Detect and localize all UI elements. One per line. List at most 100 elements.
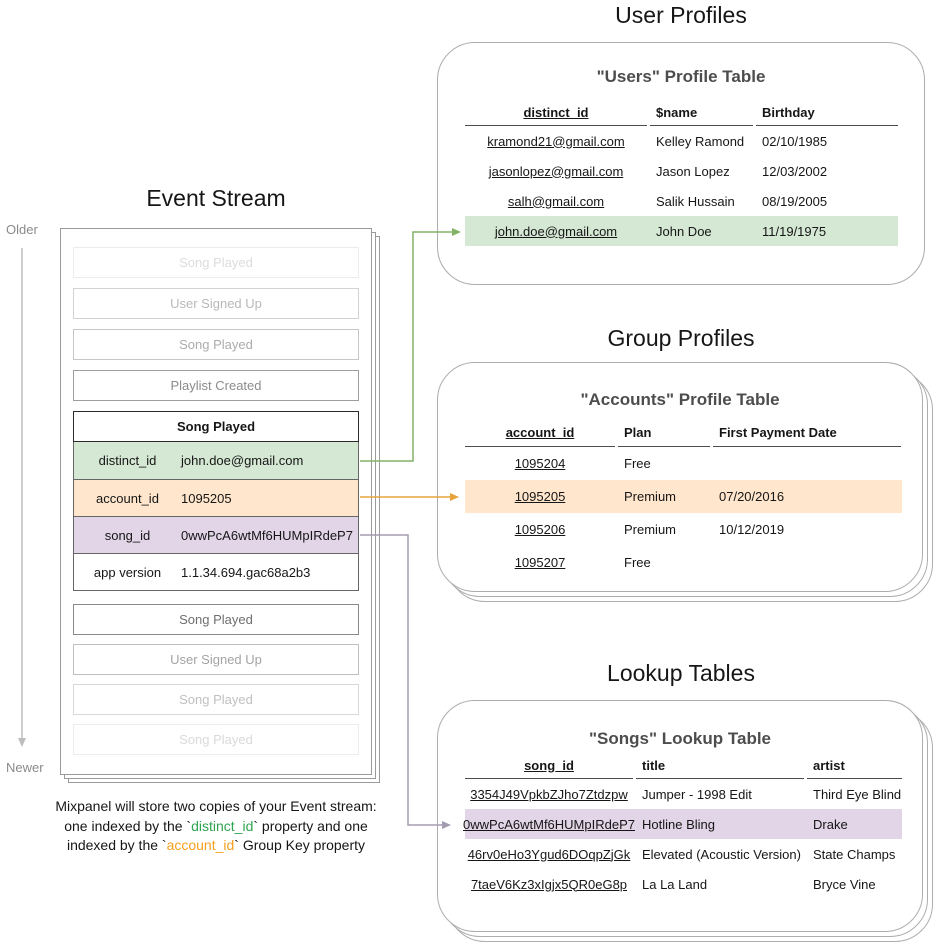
accounts-profile-card: [437, 362, 923, 592]
birthday-cell: 11/19/1975: [762, 223, 827, 239]
distinct-id-cell: jasonlopez@gmail.com: [488, 163, 624, 179]
event-item-label: Song Played: [179, 732, 253, 747]
event-item-label: Playlist Created: [170, 378, 262, 393]
property-value: john.doe@gmail.com: [181, 453, 304, 468]
song-title-cell: Elevated (Acoustic Version): [642, 846, 801, 862]
property-key: distinct_id: [98, 453, 157, 468]
column-header-name: $name: [650, 100, 753, 126]
column-header-title: title: [636, 752, 804, 779]
first-payment-date-cell: [713, 546, 901, 579]
event-item: Song Played: [73, 247, 359, 278]
property-key: song_id: [104, 527, 151, 543]
users-table-header-row: distinct_id $name Birthday: [465, 100, 898, 126]
table-row-highlighted-purple: 0wwPcA6wtMf6HUMpIRdeP7 Hotline Bling Dra…: [463, 809, 902, 839]
event-item-label: Song Played: [179, 692, 253, 707]
column-header-first-payment-date: First Payment Date: [713, 418, 901, 447]
song-title-cell: La La Land: [642, 876, 708, 892]
account-id-cell: 1095205: [514, 489, 566, 504]
property-row-distinct-id: distinct_id john.doe@gmail.com: [74, 442, 358, 479]
table-row: 1095206 Premium 10/12/2019: [465, 513, 902, 546]
event-item-label: Song Played: [179, 337, 253, 352]
column-header-plan: Plan: [618, 418, 710, 447]
first-payment-date-cell: 07/20/2016: [719, 489, 785, 504]
event-item: Song Played: [73, 724, 359, 755]
event-item-label: Song Played: [179, 255, 253, 270]
users-table: distinct_id $name Birthday kramond21@gma…: [465, 100, 898, 246]
property-key: account_id: [96, 490, 159, 506]
event-item-label: Song Played: [179, 612, 253, 627]
name-cell: Salik Hussain: [656, 193, 735, 209]
column-header-account-id: account_id: [505, 424, 575, 440]
plan-cell: Free: [624, 456, 651, 471]
name-cell: Jason Lopez: [656, 163, 730, 179]
event-item-label: User Signed Up: [170, 652, 262, 667]
birthday-cell: 08/19/2005: [762, 193, 828, 209]
name-cell: John Doe: [656, 223, 712, 239]
artist-cell: Drake: [813, 816, 848, 832]
table-row: 7taeV6Kz3xIgjx5QR0eG8p La La Land Bryce …: [465, 869, 902, 899]
song-id-cell: 0wwPcA6wtMf6HUMpIRdeP7: [463, 816, 635, 832]
expanded-event-properties: distinct_id john.doe@gmail.com account_i…: [73, 442, 359, 591]
distinct-id-cell: john.doe@gmail.com: [494, 223, 618, 239]
artist-cell: Third Eye Blind: [813, 786, 902, 802]
first-payment-date-cell: [713, 447, 901, 480]
column-header-birthday: Birthday: [756, 100, 898, 126]
accounts-table-title: "Accounts" Profile Table: [580, 390, 780, 409]
song-id-cell: 3354J49VpkbZJho7Ztdzpw: [470, 786, 628, 802]
account-id-cell: 1095204: [514, 456, 566, 471]
plan-cell: Premium: [624, 522, 677, 537]
lookup-tables-title: Lookup Tables: [607, 660, 755, 686]
table-row: jasonlopez@gmail.com Jason Lopez 12/03/2…: [465, 156, 898, 186]
distinct-id-cell: salh@gmail.com: [507, 193, 605, 209]
event-item: Song Played: [73, 329, 359, 360]
users-table-title: "Users" Profile Table: [596, 67, 766, 86]
accounts-table-header-row: account_id Plan First Payment Date: [465, 418, 902, 447]
song-id-cell: 46rv0eHo3Ygud6DOqpZjGk: [467, 846, 631, 862]
event-item: Song Played: [73, 604, 359, 635]
birthday-cell: 12/03/2002: [762, 163, 828, 179]
songs-table-header-row: song_id title artist: [465, 752, 902, 779]
property-row-app-version: app version 1.1.34.694.gac68a2b3: [74, 553, 358, 590]
account-id-cell: 1095206: [514, 522, 566, 537]
table-row: 1095207 Free: [465, 546, 902, 579]
artist-cell: Bryce Vine: [813, 876, 876, 892]
caption-line-1: Mixpanel will store two copies of your E…: [55, 798, 377, 814]
distinct-id-cell: kramond21@gmail.com: [487, 133, 625, 149]
column-header-song-id: song_id: [524, 757, 574, 773]
property-row-song-id: song_id 0wwPcA6wtMf6HUMpIRdeP7: [74, 516, 358, 553]
song-title-cell: Jumper - 1998 Edit: [642, 786, 752, 802]
songs-table-title: "Songs" Lookup Table: [588, 729, 772, 748]
property-value: 1.1.34.694.gac68a2b3: [181, 564, 311, 580]
event-item-label: User Signed Up: [170, 296, 262, 311]
table-row: 3354J49VpkbZJho7Ztdzpw Jumper - 1998 Edi…: [465, 779, 902, 809]
table-row-highlighted-green: john.doe@gmail.com John Doe 11/19/1975: [465, 216, 898, 246]
column-header-artist: artist: [807, 752, 902, 779]
account-id-cell: 1095207: [514, 555, 566, 570]
table-row: 46rv0eHo3Ygud6DOqpZjGk Elevated (Acousti…: [465, 839, 902, 869]
user-profiles-title: User Profiles: [615, 2, 747, 28]
property-value: 1095205: [181, 490, 232, 506]
table-row: salh@gmail.com Salik Hussain 08/19/2005: [465, 186, 898, 216]
account-id-keyword: account_id: [166, 837, 235, 853]
event-stream-title: Event Stream: [146, 185, 286, 211]
plan-cell: Free: [624, 555, 651, 570]
table-row-highlighted-orange: 1095205 Premium 07/20/2016: [465, 480, 902, 513]
table-row: 1095204 Free: [465, 447, 902, 480]
song-title-cell: Hotline Bling: [642, 816, 715, 832]
birthday-cell: 02/10/1985: [762, 133, 828, 149]
older-label: Older: [6, 222, 38, 237]
first-payment-date-cell: 10/12/2019: [719, 522, 785, 537]
event-item: Playlist Created: [73, 370, 359, 401]
event-item: User Signed Up: [73, 644, 359, 675]
footnote-caption: Mixpanel will store two copies of your E…: [10, 797, 422, 856]
event-item: Song Played: [73, 684, 359, 715]
songs-table: song_id title artist 3354J49VpkbZJho7Ztd…: [463, 752, 902, 899]
event-item: User Signed Up: [73, 288, 359, 319]
artist-cell: State Champs: [813, 846, 896, 862]
plan-cell: Premium: [624, 489, 677, 504]
property-row-account-id: account_id 1095205: [74, 479, 358, 516]
newer-label: Newer: [6, 760, 44, 775]
table-row: kramond21@gmail.com Kelley Ramond 02/10/…: [465, 126, 898, 156]
caption-line-2: one indexed by the `distinct_id` propert…: [64, 817, 368, 834]
